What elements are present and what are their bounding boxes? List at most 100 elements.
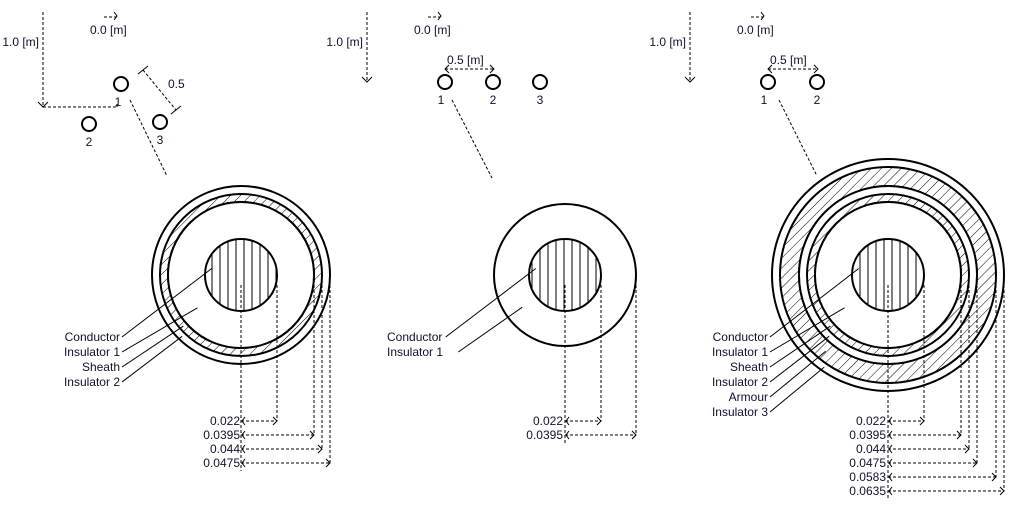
arrow-head-icon	[888, 472, 893, 482]
cable-number: 2	[86, 135, 93, 149]
arrow-head-icon	[991, 472, 997, 482]
cable-position-1	[437, 74, 453, 90]
arrow-head-icon	[767, 64, 773, 74]
layer-leader-line	[121, 307, 198, 353]
cable-number: 2	[814, 93, 821, 107]
arrow-head-icon	[631, 430, 637, 440]
layer-leader-line	[121, 335, 183, 383]
arrow-head-icon	[317, 444, 323, 454]
spacing-arrow	[142, 69, 177, 111]
arrow-head-icon	[241, 416, 246, 426]
radius-label: 0.0395	[849, 428, 886, 442]
arrow-head-icon	[444, 64, 450, 74]
layer-label: Insulator 1	[712, 345, 768, 359]
arrow-head-icon	[956, 430, 962, 440]
radius-label: 0.022	[210, 414, 240, 428]
radius-label: 0.0395	[526, 428, 563, 442]
layer-label: Insulator 1	[387, 345, 443, 359]
radius-label: 0.022	[533, 414, 563, 428]
cable-position-3	[152, 114, 168, 130]
arrow-head-icon	[241, 430, 246, 440]
arrow-head-icon	[888, 486, 893, 496]
arrow-head-icon	[241, 444, 246, 454]
depth-label: 1.0 [m]	[2, 35, 39, 49]
arrow-head-icon	[813, 64, 819, 74]
cable-position-1	[113, 76, 129, 92]
cable-position-2	[809, 74, 825, 90]
spacing-tick	[170, 105, 182, 115]
arrow-head-icon	[437, 11, 442, 21]
radius-label: 0.0635	[849, 484, 886, 498]
radius-label: 0.022	[856, 414, 886, 428]
layer-leader-line	[445, 268, 537, 338]
radius-label: 0.044	[856, 442, 886, 456]
arrow-head-icon	[113, 11, 118, 21]
cable-position-3	[532, 74, 548, 90]
arrow-head-icon	[565, 430, 570, 440]
offset-label: 0.0 [m]	[90, 23, 127, 37]
layer-label: Sheath	[82, 360, 120, 374]
layer-label: Conductor	[65, 330, 120, 344]
arrow-head-icon	[489, 64, 495, 74]
detail-leader-line	[778, 99, 818, 177]
layer-label: Conductor	[713, 330, 768, 344]
arrow-head-icon	[888, 444, 893, 454]
layer-leader-line	[121, 325, 184, 368]
depth-label: 1.0 [m]	[326, 35, 363, 49]
arrow-head-icon	[760, 11, 765, 21]
arrow-head-icon	[972, 458, 978, 468]
layer-label: Insulator 1	[64, 345, 120, 359]
arrow-head-icon	[888, 458, 893, 468]
offset-label: 0.0 [m]	[414, 23, 451, 37]
arrow-head-icon	[272, 416, 278, 426]
arrow-head-icon	[325, 458, 331, 468]
spacing-tick	[137, 65, 149, 75]
cable-number: 1	[115, 95, 122, 109]
radius-label: 0.0475	[849, 456, 886, 470]
layer-label: Insulator 3	[712, 405, 768, 419]
layer-leader-line	[769, 335, 830, 383]
arrow-head-icon	[919, 416, 925, 426]
layer-leader-line	[769, 366, 825, 413]
arrow-head-icon	[684, 76, 696, 83]
layer-label: Conductor	[387, 330, 442, 344]
radius-label: 0.0475	[203, 456, 240, 470]
arrow-head-icon	[888, 416, 893, 426]
spacing-label: 0.5	[168, 77, 185, 91]
layer-label: Insulator 2	[64, 375, 120, 389]
cable-number: 1	[438, 93, 445, 107]
cable-number: 2	[490, 93, 497, 107]
layer-leader-line	[769, 325, 831, 368]
arrow-head-icon	[964, 444, 970, 454]
radius-label: 0.0583	[849, 470, 886, 484]
cable-position-2	[81, 116, 97, 132]
radius-label: 0.0395	[203, 428, 240, 442]
layer-label: Insulator 2	[712, 375, 768, 389]
offset-label: 0.0 [m]	[737, 23, 774, 37]
detail-leader-line	[451, 99, 493, 179]
cable-number: 1	[761, 93, 768, 107]
cable-position-2	[485, 74, 501, 90]
arrow-head-icon	[361, 76, 373, 83]
arrow-head-icon	[241, 458, 246, 468]
cable-position-1	[760, 74, 776, 90]
layer-label: Armour	[729, 390, 768, 404]
arrow-head-icon	[309, 430, 315, 440]
cable-number: 3	[537, 93, 544, 107]
layer-leader-line	[769, 350, 826, 398]
detail-leader-line	[129, 99, 168, 177]
spacing-label: 0.5 [m]	[447, 53, 484, 67]
radius-label: 0.044	[210, 442, 240, 456]
layer-label: Sheath	[730, 360, 768, 374]
arrow-head-icon	[888, 430, 893, 440]
depth-label: 1.0 [m]	[649, 35, 686, 49]
layer-leader-line	[769, 268, 860, 338]
arrow-head-icon	[565, 416, 570, 426]
arrow-head-icon	[999, 486, 1005, 496]
spacing-label: 0.5 [m]	[770, 53, 807, 67]
layer-leader-line	[458, 306, 523, 353]
cable-number: 3	[157, 133, 164, 147]
arrow-head-icon	[596, 416, 602, 426]
